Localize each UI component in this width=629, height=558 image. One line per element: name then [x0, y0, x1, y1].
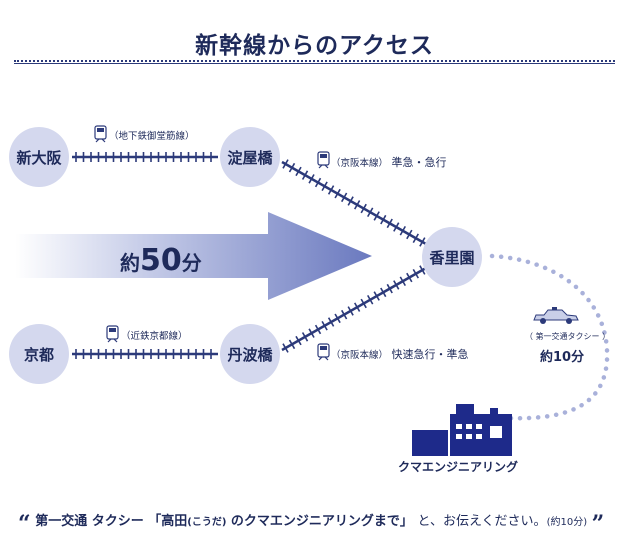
track-tie [360, 298, 367, 309]
track-yodoyabashi-korien [281, 159, 427, 247]
footer-time: (約10分) [546, 517, 588, 528]
track-tie [314, 177, 322, 188]
track-tie [301, 170, 309, 180]
station-shin-osaka: 新大阪 [9, 127, 69, 187]
track-tie [282, 159, 289, 169]
track-tie [386, 283, 393, 294]
page-title: 新幹線からのアクセス [195, 33, 434, 59]
taxi-route [489, 253, 610, 421]
track-shin-osaka-yodoyabashi [72, 152, 218, 162]
line-label-subway: （地下鉄御堂筋線） [109, 131, 195, 142]
track-tie [367, 295, 374, 305]
station-tambabashi: 丹波橋 [220, 324, 280, 384]
track-tie [367, 207, 374, 217]
close-quote: ” [591, 511, 605, 537]
title-divider [14, 63, 615, 64]
track-tie [386, 218, 393, 229]
track-tie [327, 317, 335, 327]
track-tie [295, 166, 302, 177]
footer-instruction-a: 「高田 [148, 514, 188, 529]
footer-reading: (こうだ) [187, 517, 227, 528]
footer-company: 第一交通 タクシー [35, 514, 144, 529]
track-tie [341, 309, 348, 320]
line-label-keihan-top: （京阪本線） 準急・急行 [331, 156, 447, 169]
track-tie [288, 339, 296, 350]
track-tie [321, 181, 328, 191]
track-tie [419, 237, 426, 247]
line-label-keihan-bottom: （京阪本線） 快速急行・準急 [331, 348, 469, 361]
track-tie [327, 185, 335, 195]
track-tie [321, 321, 328, 331]
track-tie [393, 280, 400, 290]
footer-note: “ 第一交通 タクシー 「高田(こうだ) のクマエンジニアリングまで」 と、お伝… [18, 510, 618, 537]
track-tie [354, 200, 361, 210]
track-tie [399, 226, 406, 236]
track-tie [373, 211, 380, 221]
track-tie [288, 162, 296, 173]
track-tie [419, 265, 426, 275]
track-tambabashi-korien [281, 265, 427, 353]
track-tie [334, 188, 341, 199]
title-divider-dotted [14, 60, 615, 62]
track-tie [412, 269, 419, 279]
track-tie [399, 276, 406, 286]
track-tie [354, 302, 361, 312]
station-kyoto: 京都 [9, 324, 69, 384]
travel-time-label: 約50分 [120, 243, 202, 278]
track-tie [393, 222, 400, 232]
train-icon [317, 151, 330, 169]
track-tie [412, 233, 419, 243]
footer-instruction-c: と、お伝えください。 [417, 514, 547, 529]
track-tie [380, 214, 387, 225]
taxi-time-label: 約10分 [540, 350, 585, 365]
track-tie [380, 287, 387, 298]
line-label-kintetsu: （近鉄京都線） [121, 331, 188, 342]
footer-instruction-b: のクマエンジニアリングまで」 [226, 514, 413, 529]
track-tie [314, 324, 322, 335]
track-tie [347, 196, 354, 206]
track-tie [334, 313, 341, 324]
destination-label: クマエンジニアリング [398, 460, 519, 474]
track-tie [373, 291, 380, 301]
station-yodoyabashi: 淀屋橋 [220, 127, 280, 187]
track-tie [301, 332, 309, 342]
train-icon [317, 343, 330, 361]
taxi-company-label: （ 第一交通タクシー ） [525, 332, 611, 341]
taxi-icon [533, 307, 579, 324]
track-tie [360, 203, 367, 214]
track-tie [347, 306, 354, 316]
track-tie [308, 174, 315, 184]
track-tie [295, 335, 302, 346]
track-tie [406, 272, 413, 283]
station-korien: 香里園 [422, 227, 482, 287]
track-tie [308, 328, 315, 338]
track-tie [282, 343, 289, 353]
track-kyoto-tambabashi [72, 349, 218, 359]
building-icon [412, 404, 512, 456]
train-icon [106, 325, 119, 343]
track-tie [341, 192, 348, 203]
travel-time-arrow [15, 212, 372, 300]
track-tie [406, 229, 413, 240]
open-quote: “ [18, 511, 31, 537]
train-icon [94, 125, 107, 143]
